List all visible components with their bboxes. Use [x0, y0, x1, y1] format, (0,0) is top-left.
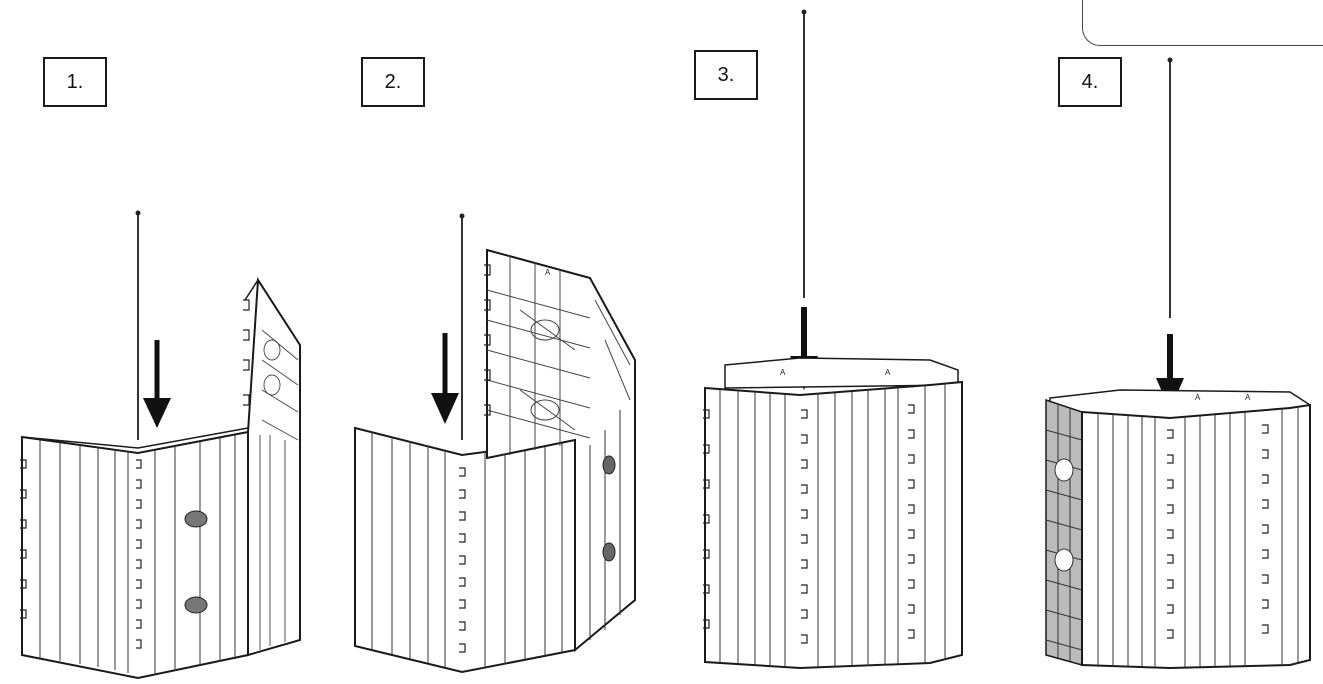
step-3-joint-notches: [801, 409, 808, 644]
svg-text:A: A: [1195, 393, 1201, 402]
svg-text:A: A: [885, 368, 891, 377]
step-2-back-lattice: A: [484, 248, 636, 653]
step-4-left-lattice: [1045, 398, 1083, 666]
step-3-figure: A A: [703, 9, 963, 670]
step-2-down-arrow: [431, 333, 459, 424]
step-4-joint-notches: [1167, 429, 1174, 639]
svg-text:A: A: [1245, 393, 1251, 402]
step-1-disc-lower: [184, 596, 208, 614]
svg-text:A: A: [780, 368, 786, 377]
step-2-front-panel: [354, 426, 576, 674]
step-2-figure: A: [354, 213, 636, 674]
step-2-disc-lower: [602, 542, 616, 562]
step-2-label: 2.: [361, 57, 425, 107]
step-2-joint-notches: [459, 467, 466, 653]
step-4-cylinder: [1081, 403, 1311, 670]
step-1-joint-notches: [136, 459, 142, 649]
step-4-figure: A A: [1045, 57, 1311, 670]
callout-box-corner: [1082, 0, 1323, 46]
step-3-label: 3.: [694, 50, 758, 100]
step-3-cylinder: [704, 380, 963, 670]
step-2-disc-upper: [602, 455, 616, 475]
step-1-figure: [20, 210, 301, 680]
step-1-label: 1.: [43, 57, 107, 107]
step-4-label: 4.: [1058, 57, 1122, 107]
step-3-back-rim: [724, 357, 959, 389]
step-1-down-arrow: [143, 340, 171, 428]
step-1-disc-upper: [184, 510, 208, 528]
svg-text:A: A: [545, 268, 551, 277]
step-1-back-panel: [243, 276, 301, 657]
step-1-front-panel: [21, 427, 249, 680]
